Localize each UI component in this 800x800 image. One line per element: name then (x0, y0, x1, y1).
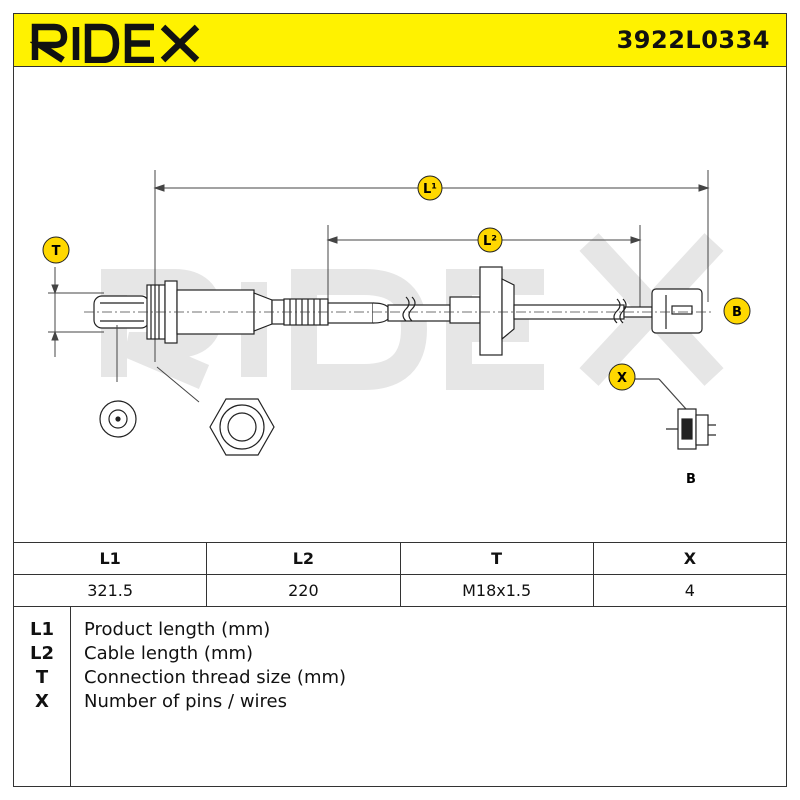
legend-item: X Number of pins / wires (14, 691, 786, 715)
svg-text:B: B (732, 305, 742, 320)
legend-key: X (35, 691, 49, 712)
callout-l2: L² (477, 227, 503, 253)
spec-header-x: X (592, 542, 788, 575)
legend-text: Number of pins / wires (84, 691, 288, 712)
svg-text:L²: L² (483, 234, 497, 249)
callout-l1: L¹ (417, 175, 443, 201)
detail-label: B (686, 472, 696, 487)
legend-item: L1 Product length (mm) (14, 619, 786, 643)
spec-table: L1 L2 T X 321.5 220 M18x1.5 4 (12, 542, 788, 607)
break-marks (402, 296, 627, 324)
legend-item: L2 Cable length (mm) (14, 643, 786, 667)
leader-lines (116, 325, 200, 403)
dimension-t (48, 267, 104, 357)
spec-header-row: L1 L2 T X (12, 542, 788, 575)
spec-value-x: 4 (592, 574, 788, 607)
legend-key: L1 (30, 619, 54, 640)
svg-text:L¹: L¹ (423, 182, 437, 197)
legend-text: Connection thread size (mm) (84, 667, 347, 688)
technical-drawing: L¹ L² T B X B (42, 170, 751, 487)
spec-value-l2: 220 (206, 574, 401, 607)
spec-header-t: T (399, 542, 594, 575)
legend-text: Cable length (mm) (84, 643, 254, 664)
svg-text:T: T (52, 244, 61, 259)
svg-text:X: X (617, 371, 627, 386)
legend-item: T Connection thread size (mm) (14, 667, 786, 691)
header-bar: 3922L0334 (13, 13, 787, 67)
legend-key: T (35, 667, 49, 688)
hex-end-view (209, 398, 275, 456)
callout-b: B (723, 297, 751, 325)
legend-divider (70, 606, 71, 786)
callout-t: T (42, 236, 70, 264)
part-number: 3922L0334 (616, 26, 770, 54)
spec-header-l2: L2 (206, 542, 401, 575)
legend: L1 Product length (mm) L2 Cable length (… (13, 606, 787, 787)
spec-header-l1: L1 (12, 542, 208, 575)
callout-x: X (608, 363, 636, 391)
connector-detail (635, 378, 716, 450)
legend-key: L2 (30, 643, 54, 664)
tip-end-view (99, 400, 137, 438)
legend-text: Product length (mm) (84, 619, 271, 640)
spec-value-row: 321.5 220 M18x1.5 4 (12, 574, 788, 607)
spec-value-t: M18x1.5 (399, 574, 594, 607)
ridex-logo (30, 23, 200, 63)
spec-value-l1: 321.5 (12, 574, 208, 607)
